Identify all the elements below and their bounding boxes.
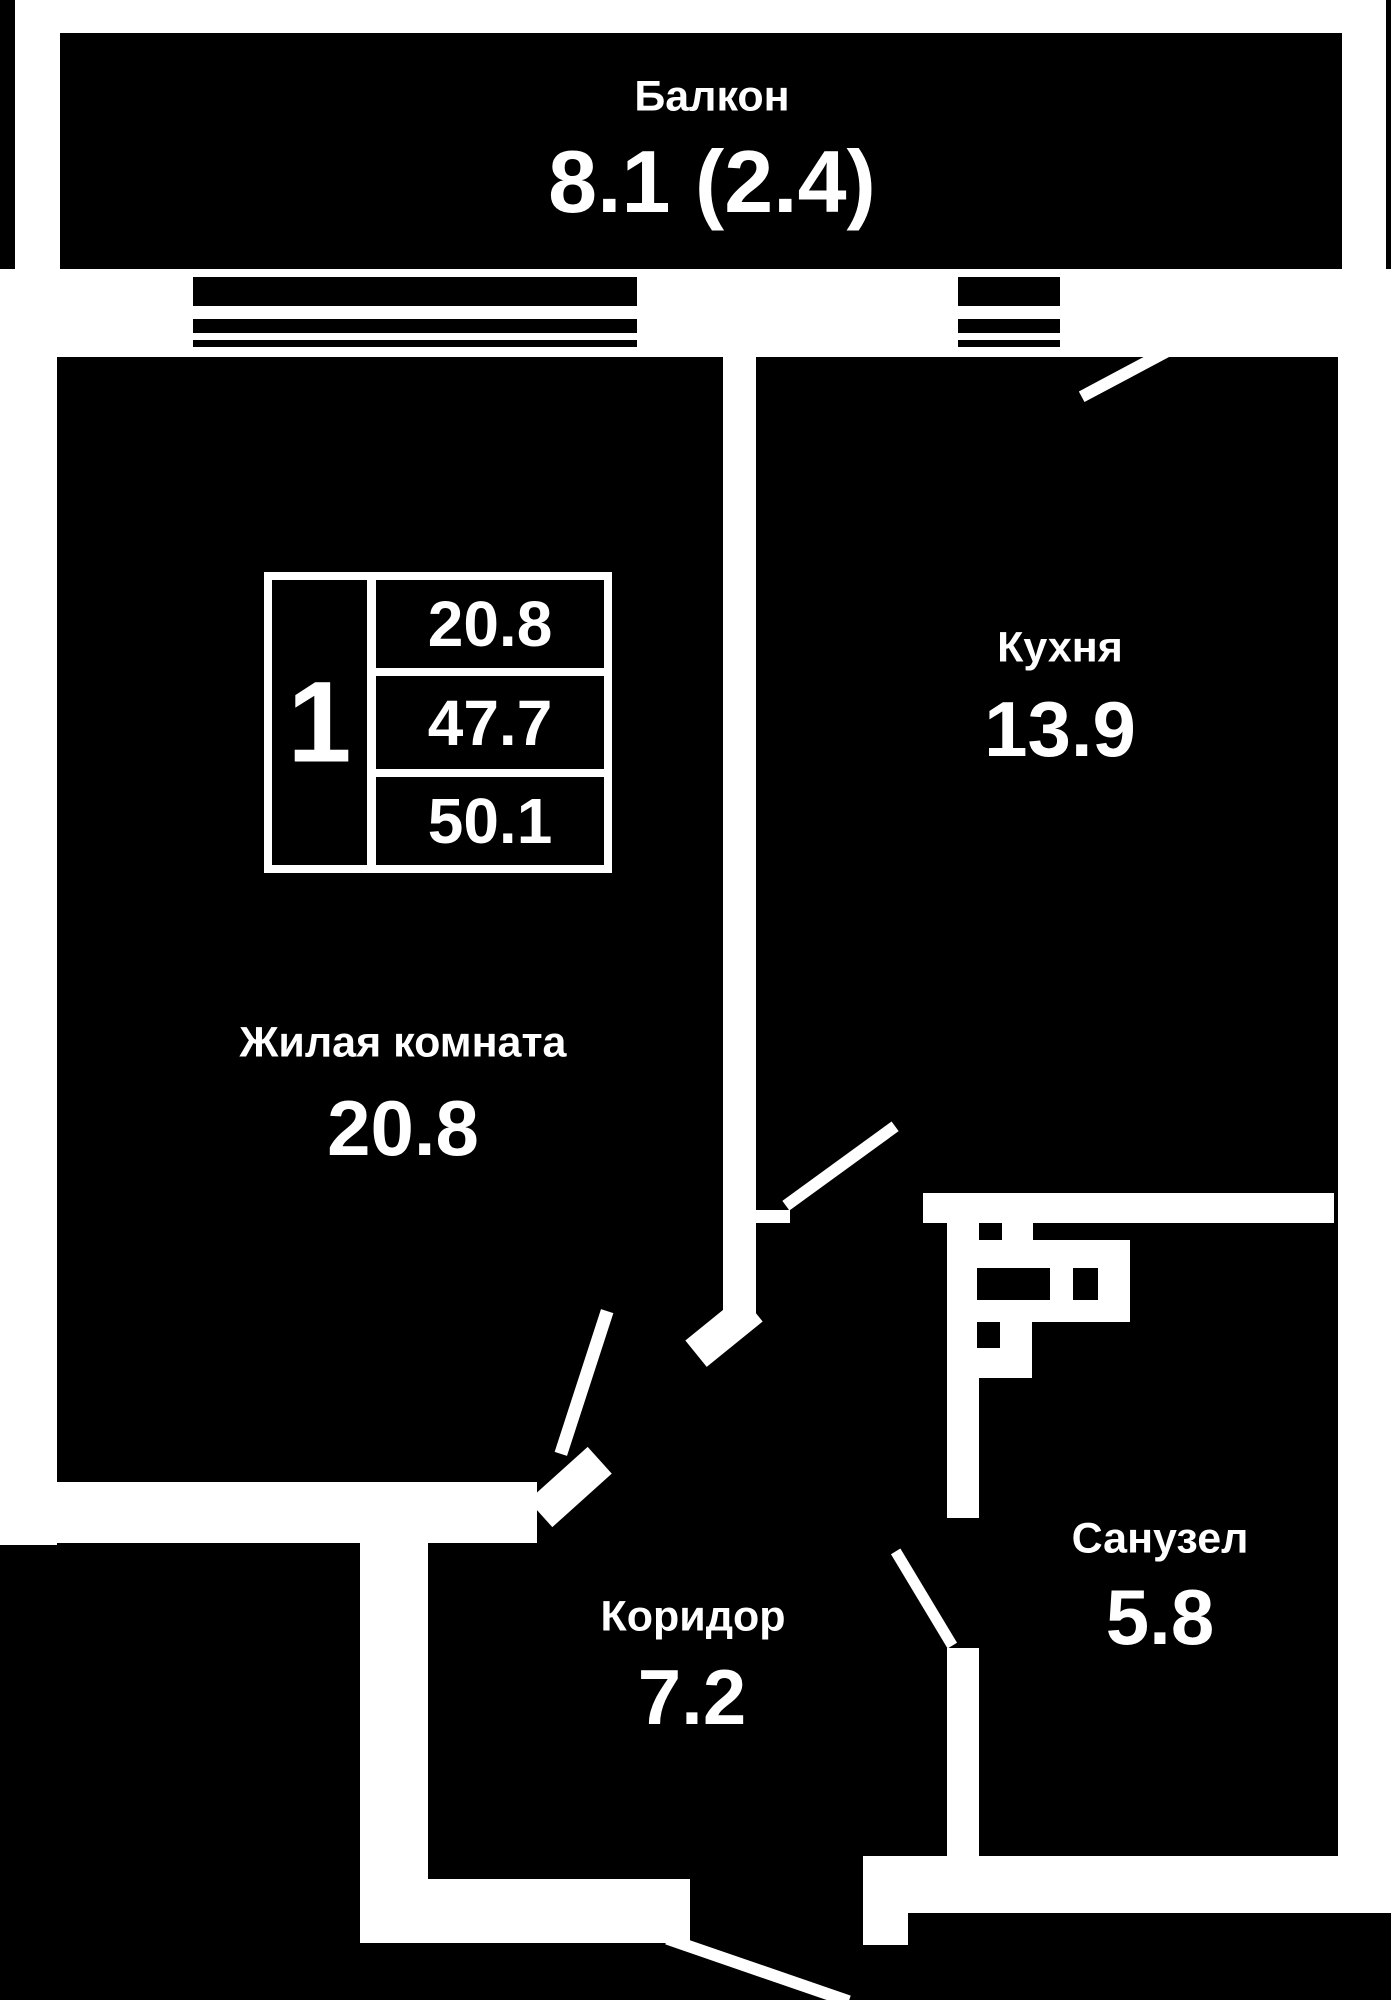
legend-rooms-count: 1 — [287, 658, 352, 786]
legend-box: 1 20.8 47.7 50.1 — [264, 572, 612, 873]
legend-cell-total: 47.7 — [376, 676, 604, 769]
corridor-area: 7.2 — [637, 1653, 747, 1741]
window-living-room — [193, 340, 637, 347]
wall-bathroom-left-upper — [947, 1223, 979, 1518]
legend-total-with-balcony: 50.1 — [427, 785, 553, 857]
balcony-region — [60, 33, 1342, 269]
wall-living-bottom — [57, 1482, 537, 1543]
wall-sliver-left — [0, 0, 15, 269]
bathroom-area: 5.8 — [1105, 1573, 1215, 1661]
legend-total-area: 47.7 — [427, 686, 553, 759]
balcony-area: 8.1 (2.4) — [548, 132, 876, 231]
window-kitchen — [958, 319, 1060, 333]
legend-cell-rooms: 1 — [272, 580, 367, 865]
wall-bathroom-bottom-junction — [863, 1856, 908, 1945]
wall-corridor-bottom — [360, 1879, 690, 1943]
kitchen-label: Кухня — [997, 623, 1123, 672]
entrance-doorway-region — [690, 1879, 863, 1943]
wall-sliver-right — [1386, 0, 1391, 269]
wall-bathroom-left-lower — [947, 1648, 979, 1860]
wall-corridor-left — [360, 1543, 428, 1943]
legend-living-area: 20.8 — [427, 588, 553, 660]
window-kitchen — [958, 277, 1060, 306]
bathroom-fixture — [1002, 1223, 1033, 1242]
living-room-area: 20.8 — [327, 1084, 479, 1172]
balcony-label: Балкон — [634, 72, 790, 121]
kitchen-area: 13.9 — [984, 685, 1136, 773]
bathroom-fixture-cutout — [977, 1268, 1050, 1300]
living-room-label: Жилая комната — [239, 1018, 567, 1067]
legend-cell-living: 20.8 — [376, 580, 604, 668]
corridor-label: Коридор — [600, 1592, 786, 1641]
window-kitchen — [958, 340, 1060, 347]
wall-bathroom-top — [923, 1193, 1334, 1223]
neighbor-region-bottom-left — [0, 1545, 360, 2000]
bathroom-fixture-cutout — [1073, 1268, 1098, 1300]
wall-central — [723, 357, 756, 1313]
legend-cell-total-balcony: 50.1 — [376, 777, 604, 865]
bathroom-label: Санузел — [1071, 1514, 1249, 1563]
wall-bathroom-bottom — [863, 1856, 1391, 1913]
window-living-room — [193, 277, 637, 306]
window-living-room — [193, 319, 637, 333]
wall-kitchen-door-stub — [756, 1210, 790, 1223]
bathroom-fixture-cutout — [977, 1322, 1000, 1348]
